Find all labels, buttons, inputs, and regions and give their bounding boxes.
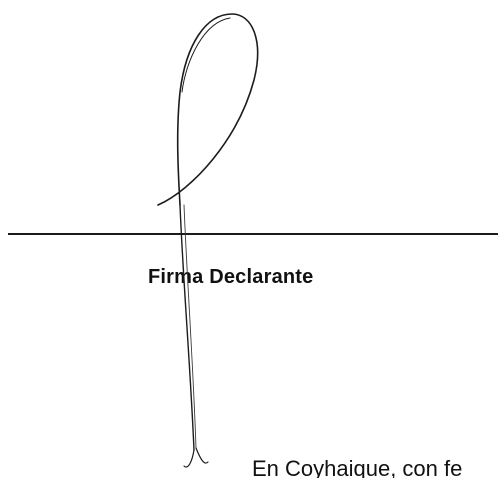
signature-label: Firma Declarante [148,266,314,288]
place-date-text: En Coyhaique, con fe [252,456,463,478]
signature-line [8,233,498,235]
